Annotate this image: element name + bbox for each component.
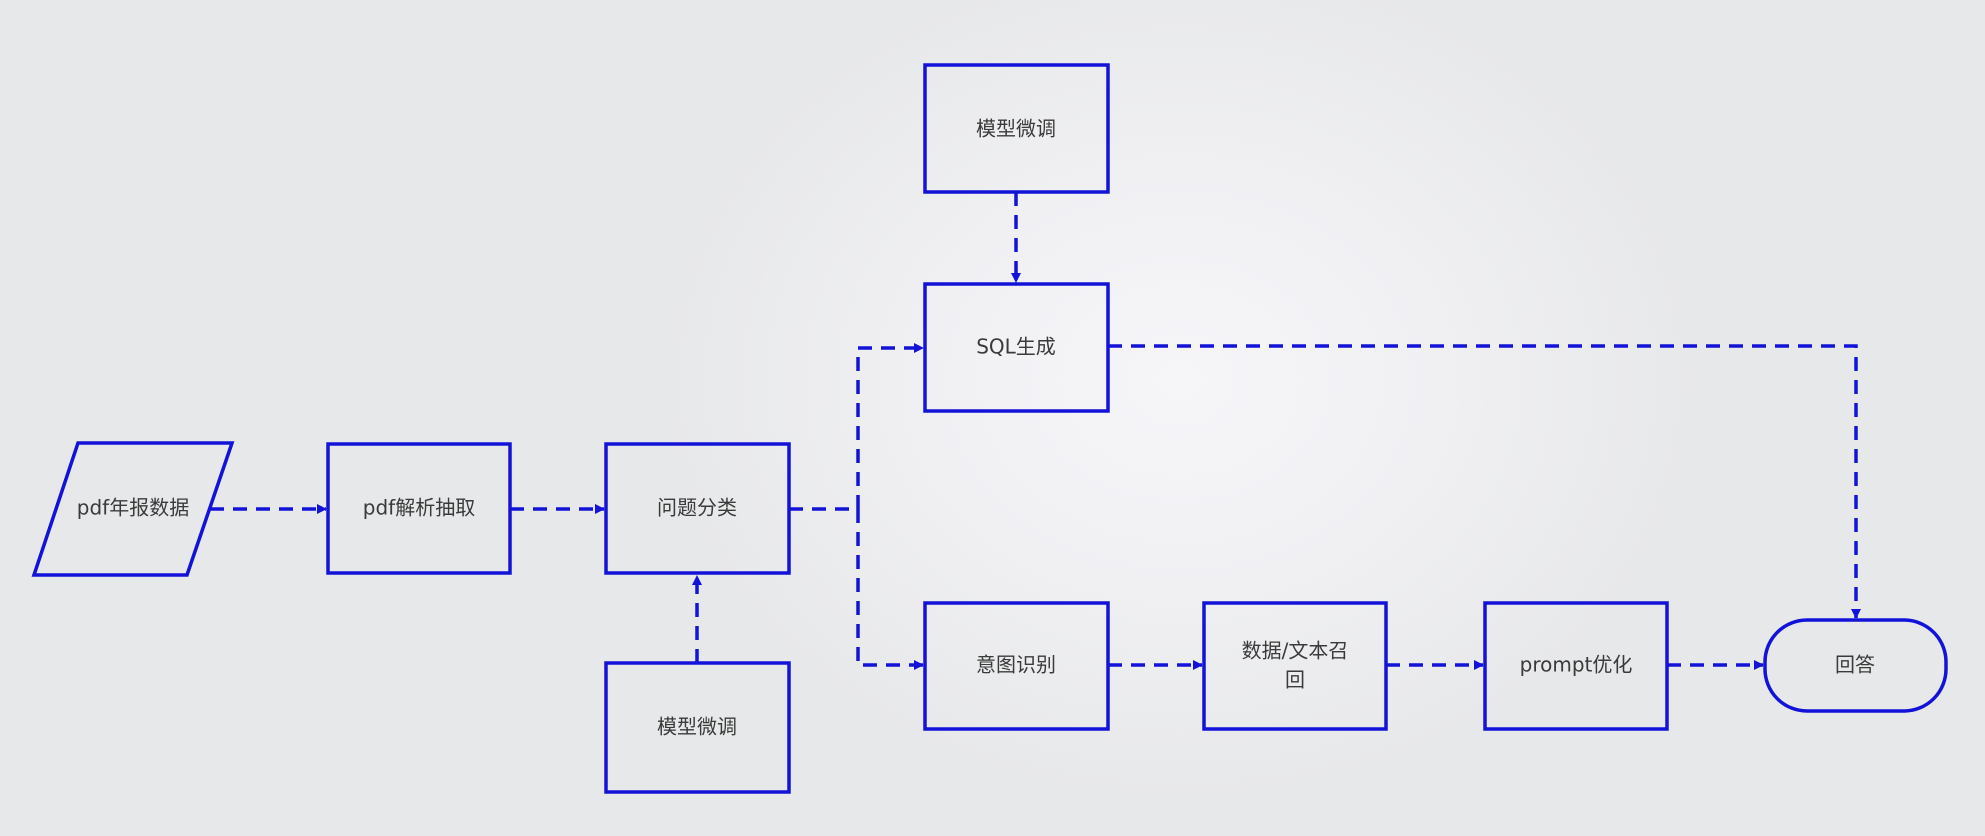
node-label: 模型微调: [657, 715, 737, 739]
node-label: 问题分类: [657, 496, 737, 520]
node-label-line1: 数据/文本召: [1242, 639, 1349, 663]
node-label-line2: 回: [1285, 668, 1305, 692]
node-classify[interactable]: 问题分类: [604, 442, 791, 575]
node-label: pdf解析抽取: [363, 496, 475, 520]
node-finetune-bottom[interactable]: 模型微调: [604, 661, 791, 794]
node-label: prompt优化: [1520, 653, 1633, 677]
node-intent[interactable]: 意图识别: [923, 601, 1110, 731]
node-label: SQL生成: [976, 335, 1056, 359]
node-label: 意图识别: [976, 653, 1056, 677]
node-label: 回答: [1835, 653, 1875, 677]
node-label: 模型微调: [976, 117, 1056, 141]
node-pdf-data[interactable]: pdf年报数据: [31, 441, 235, 577]
edges: [210, 192, 1861, 670]
node-answer[interactable]: 回答: [1763, 618, 1948, 713]
edge-classify-to-intent: [856, 509, 924, 670]
node-prompt-opt[interactable]: prompt优化: [1483, 601, 1669, 731]
node-pdf-parse[interactable]: pdf解析抽取: [326, 442, 512, 575]
node-finetune-top[interactable]: 模型微调: [923, 63, 1110, 194]
edge-classify-to-sql: [789, 343, 924, 511]
node-label: pdf年报数据: [77, 496, 189, 520]
edge-sql-to-answer: [1108, 344, 1861, 619]
node-recall[interactable]: 数据/文本召 回: [1202, 601, 1388, 731]
node-sql-gen[interactable]: SQL生成: [923, 282, 1110, 413]
